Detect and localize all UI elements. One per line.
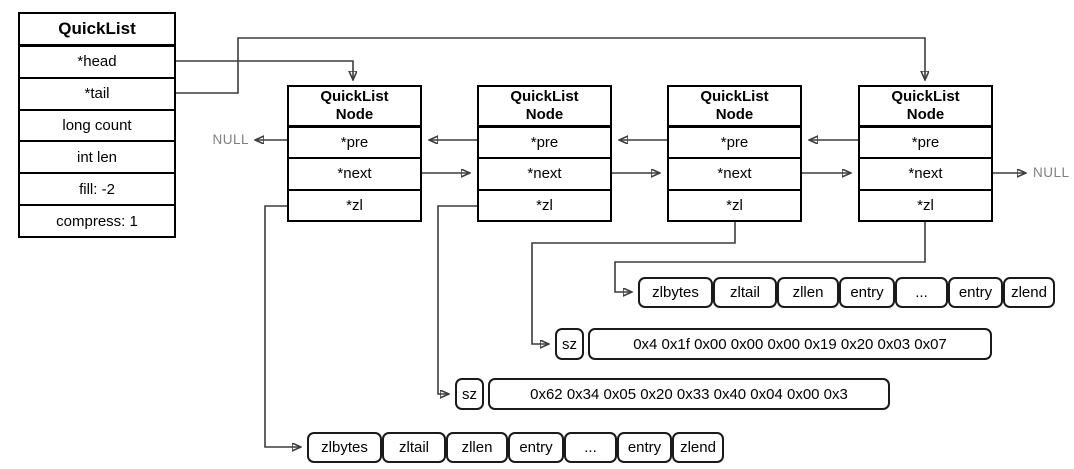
quicklist-node-1: QuickList Node *pre *next *zl [287,85,422,222]
arrow-node3-zl-to-sz1 [531,222,736,344]
quicklist-field-compress: compress: 1 [56,212,138,230]
quicklist-node-4: QuickList Node *pre *next *zl [858,85,993,222]
ziplist-cell-zltail: zltail [713,277,777,308]
ziplist-cell-ellipsis: ... [895,277,948,308]
quicklist-field-len: int len [20,142,174,175]
ziplist-cell-zlbytes: zlbytes [638,277,713,308]
sz-value-1: 0x4 0x1f 0x00 0x00 0x00 0x19 0x20 0x03 0… [588,328,992,360]
ziplist-cell-entry: entry [948,277,1003,308]
node-3-title: QuickList Node [669,87,800,128]
node-3-field-pre: *pre [669,128,800,160]
quicklist-field-head: *head [20,47,174,79]
ziplist-cell-zltail: zltail [382,432,446,463]
node-1-title: QuickList Node [289,87,420,128]
ziplist-row-2: zlbytes zltail zllen entry ... entry zle… [307,432,724,463]
arrow-tail-to-node4 [176,37,925,94]
node-2-field-zl: *zl [536,196,553,214]
null-label-right: NULL [1033,165,1070,180]
quicklist-field-fill: fill: -2 [20,174,174,207]
sz-label-1: sz [555,328,584,360]
sz-label-2: sz [455,378,484,410]
quicklist-title: QuickList [20,14,174,47]
arrow-node1-zl-to-ziplist2 [264,205,300,447]
ziplist-cell-zlend: zlend [672,432,724,463]
node-title-line1: QuickList [700,88,769,105]
ziplist-cell-zlend: zlend [1003,277,1055,308]
node-4-title: QuickList Node [860,87,991,128]
quicklist-node-3: QuickList Node *pre *next *zl [667,85,802,222]
ziplist-row-1: zlbytes zltail zllen entry ... entry zle… [638,277,1055,308]
ziplist-cell-ellipsis: ... [564,432,617,463]
null-label-left: NULL [212,132,249,147]
ziplist-cell-entry: entry [617,432,672,463]
quicklist-node-2: QuickList Node *pre *next *zl [477,85,612,222]
node-title-line1: QuickList [320,88,389,105]
quicklist-field-tail: *tail [20,79,174,111]
node-3-field-zl: *zl [726,196,743,214]
node-2-title: QuickList Node [479,87,610,128]
node-4-field-zl: *zl [917,196,934,214]
ziplist-cell-zlbytes: zlbytes [307,432,382,463]
arrow-node4-zl-to-ziplist1 [614,222,926,292]
node-4-field-pre: *pre [860,128,991,160]
node-1-field-next: *next [289,159,420,191]
node-4-field-next: *next [860,159,991,191]
quicklist-struct-box: QuickList *head *tail long count int len… [18,12,176,238]
ziplist-cell-entry: entry [508,432,564,463]
node-1-field-pre: *pre [289,128,420,160]
node-2-field-next: *next [479,159,610,191]
ziplist-cell-entry: entry [839,277,895,308]
node-title-line2: Node [525,106,564,123]
arrow-head-to-node1 [176,60,353,79]
node-1-field-zl: *zl [346,196,363,214]
node-title-line1: QuickList [510,88,579,105]
node-title-line2: Node [335,106,374,123]
node-3-field-next: *next [669,159,800,191]
ziplist-cell-zllen: zllen [446,432,508,463]
arrow-node2-zl-to-sz2 [437,205,477,394]
node-title-line2: Node [715,106,754,123]
node-title-line2: Node [906,106,945,123]
ziplist-cell-zllen: zllen [777,277,839,308]
sz-value-2: 0x62 0x34 0x05 0x20 0x33 0x40 0x04 0x00 … [488,378,890,410]
quicklist-field-count: long count [20,111,174,143]
node-title-line1: QuickList [891,88,960,105]
node-2-field-pre: *pre [479,128,610,160]
